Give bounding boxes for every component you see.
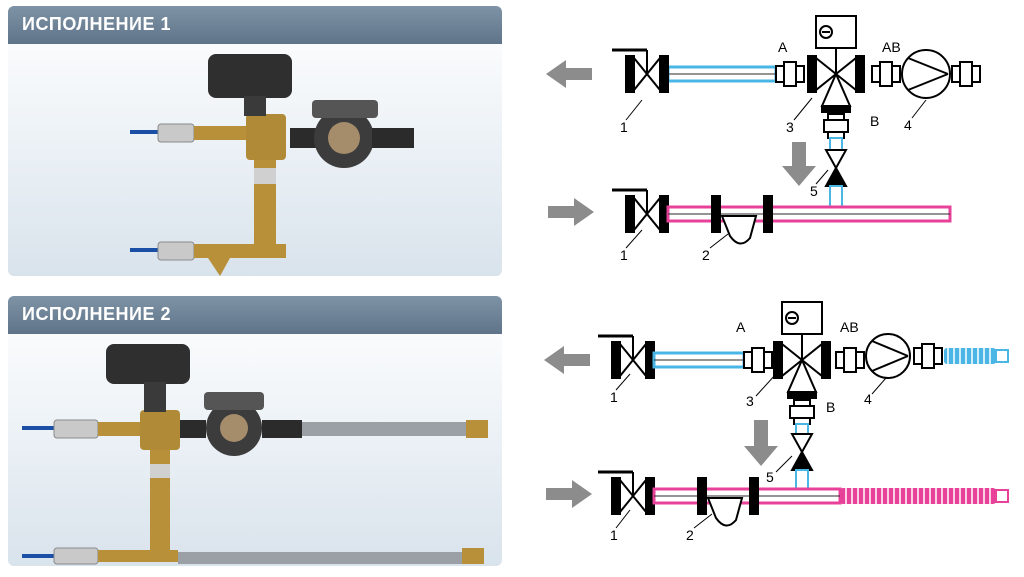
panel-title: ИСПОЛНЕНИЕ 2 [22, 304, 172, 324]
union-fitting-icon [775, 61, 805, 87]
callout-number: 2 [686, 527, 694, 543]
pump-icon [865, 333, 911, 379]
callout-number: 1 [610, 527, 618, 543]
flow-arrow-out [544, 346, 590, 374]
schematic-2: A AB B [544, 301, 1009, 543]
three-way-valve-icon [807, 15, 865, 113]
union-fitting-icon [823, 113, 849, 139]
execution-2-panel: ИСПОЛНЕНИЕ 2 [8, 296, 502, 566]
flow-arrow-in [546, 480, 592, 508]
union-fitting-icon [913, 343, 943, 369]
callout-number: 3 [786, 119, 794, 135]
union-fitting-icon [789, 399, 815, 425]
port-label-a: A [736, 319, 746, 335]
flow-arrow-down [744, 420, 778, 466]
three-way-valve-icon [773, 301, 831, 399]
callout-number: 4 [864, 391, 872, 407]
ball-valve-icon [612, 188, 669, 233]
product-photo-1 [130, 54, 414, 276]
callout-number: 4 [904, 117, 912, 133]
callout-number: 1 [620, 119, 628, 135]
ball-valve-icon [612, 48, 669, 93]
port-label-ab: AB [840, 319, 859, 335]
panel-title: ИСПОЛНЕНИЕ 1 [22, 14, 172, 34]
callout-number: 1 [620, 247, 628, 263]
ball-valve-icon [598, 334, 655, 379]
corrugated-hose-icon [840, 488, 1009, 504]
port-label-b: B [826, 399, 835, 415]
port-label-b: B [870, 113, 879, 129]
check-valve-icon [790, 433, 814, 471]
union-fitting-icon [835, 347, 865, 373]
callout-number: 5 [810, 183, 818, 199]
check-valve-icon [824, 149, 848, 187]
union-fitting-icon [951, 61, 981, 87]
execution-1-panel: ИСПОЛНЕНИЕ 1 [8, 6, 502, 276]
callout-number: 1 [610, 389, 618, 405]
panel-header: ИСПОЛНЕНИЕ 2 [8, 296, 502, 334]
callout-number: 2 [702, 247, 710, 263]
port-label-a: A [778, 39, 788, 55]
union-fitting-icon [871, 61, 901, 87]
schematic-1: A AB B 1 3 4 5 1 [546, 15, 981, 263]
port-label-ab: AB [882, 39, 901, 55]
flow-arrow-out [546, 60, 592, 88]
callout-number: 5 [766, 469, 774, 485]
ball-valve-icon [598, 470, 655, 515]
strainer-filter-icon [711, 195, 773, 245]
pump-icon [901, 49, 951, 99]
corrugated-hose-icon [944, 348, 1009, 364]
callout-number: 3 [746, 393, 754, 409]
strainer-filter-icon [697, 477, 759, 527]
flow-arrow-in [548, 198, 594, 226]
panel-header: ИСПОЛНЕНИЕ 1 [8, 6, 502, 44]
flow-arrow-down [782, 142, 816, 186]
product-photo-2 [22, 344, 488, 565]
union-fitting-icon [743, 347, 773, 373]
